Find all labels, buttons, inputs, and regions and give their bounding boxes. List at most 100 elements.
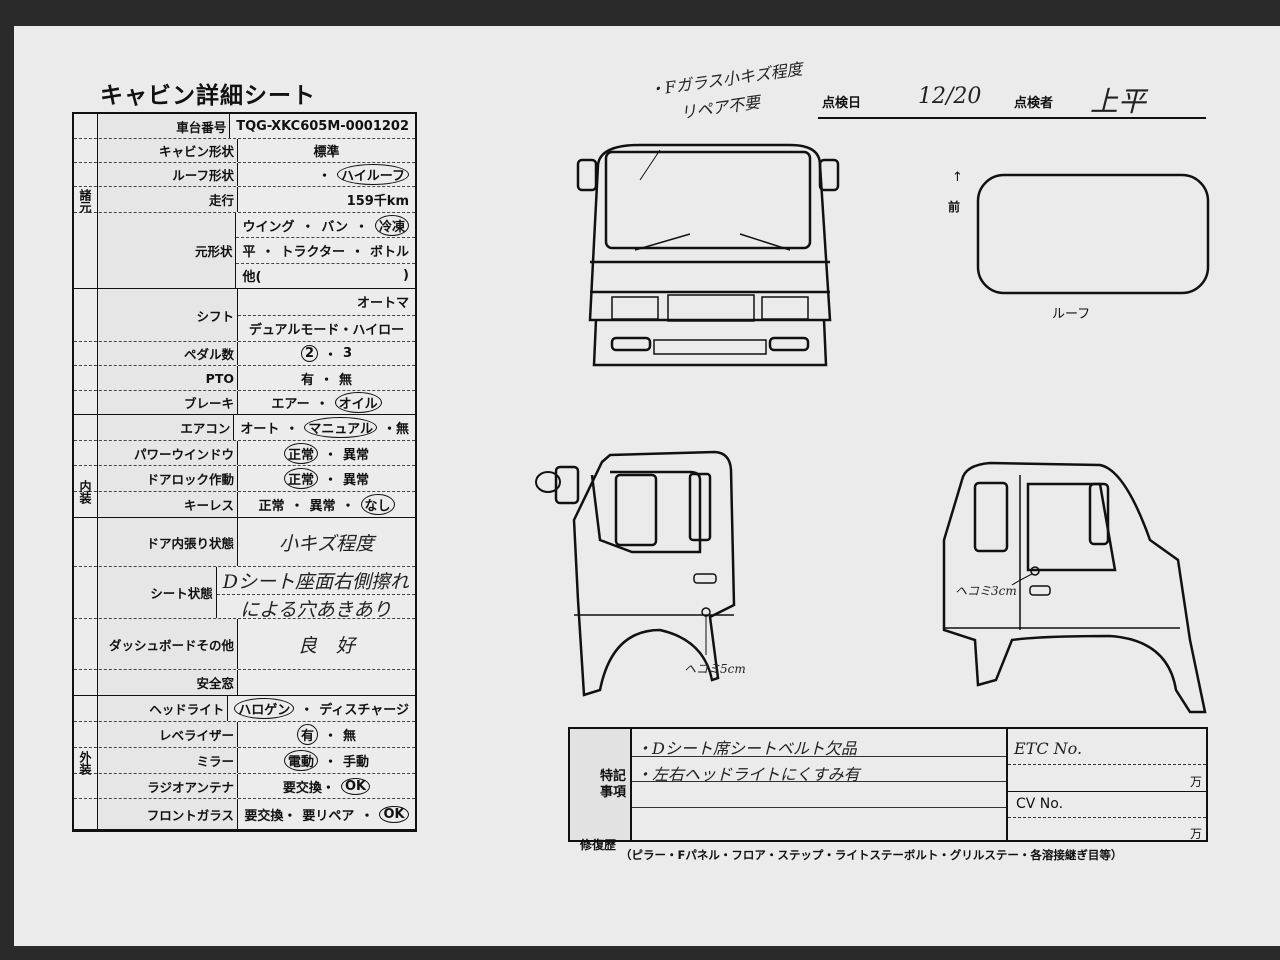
option-text: ・ [300,703,314,718]
spec-label: キャビン形状 [98,139,238,162]
handwritten-value: による穴あきあり [240,599,392,621]
etc-unit: 万 [1189,775,1202,789]
option-text: ・ [301,219,315,235]
spec-row: ダッシュボードその他良 好 [74,619,415,670]
selected-option: マニュアル [304,417,377,438]
remarks-label-2: 事項 [600,785,627,800]
option-text: トラクター [280,244,345,260]
option-text: デュアルモード・ハイロー [248,322,405,338]
option-text: TQG-XKC605M-0001202 [236,118,409,134]
selected-option: 電動 [283,750,318,771]
option-text: ・ [355,219,369,235]
selected-option: 正常 [283,442,318,464]
spec-label: ドアロック作動 [98,466,238,491]
selected-option: ハイルーフ [337,164,409,185]
option-text: 有 [300,372,314,388]
spec-label: PTO [98,366,238,390]
option-text: オートマ [356,296,409,312]
left-side-view-diagram [535,450,736,697]
roof-diagram [976,173,1210,295]
option-text: 正常 [258,499,285,514]
spec-label: ブレーキ [98,391,238,414]
spec-label: ラジオアンテナ [98,774,238,798]
spec-row: ドアロック作動 正常・異常 [74,466,415,492]
category-label: 外装 [74,696,98,830]
option-text: ウイング [242,219,295,235]
inspection-date: 12/20 [918,84,982,109]
spec-row: ヘッドライトハロゲン・ディスチャージ [74,696,415,722]
spec-row: フロントガラス要交換・要リペア・OK [74,799,415,830]
spec-row: ラジオアンテナ要交換・OK [74,774,415,799]
option-text: 159千km [346,194,409,209]
spec-row: ドア内張り状態 小キズ程度 [74,518,415,567]
option-text: ・ [323,729,337,744]
option-text: 異常 [343,473,370,488]
spec-row: キャビン形状 標準 [74,139,415,163]
date-label: 点検日 [822,96,862,111]
spec-label: フロントガラス [98,799,238,829]
option-text: ・ [341,499,355,514]
option-text: 異常 [309,499,336,514]
spec-row: 元形状ウイング・バン・冷凍平・トラクター・ボトル他() [74,213,415,289]
spec-row: ミラー 電動・手動 [74,748,415,774]
option-text: ・ [323,755,337,770]
spec-row: 安全窓 [74,670,415,696]
spec-label: 車台番号 [98,114,231,138]
selected-option: OK [340,777,371,795]
option-text: ・ [360,808,374,824]
selected-option: ハロゲン [234,698,295,719]
repair-history-items: （ピラー・Fパネル・フロア・ステップ・ライトステーボルト・グリルステー・各溶接継… [620,848,1123,862]
etc-number-label: ETC No. [1014,739,1083,758]
option-text: ディスチャージ [319,703,409,718]
spec-label: ドア内張り状態 [98,518,238,566]
right-dent-note: ヘコミ3cm [955,584,1017,598]
option-text: 平 [242,244,256,260]
category-label: 諸元 [74,114,98,289]
spec-row: ブレーキ エアー・オイル [74,391,415,415]
option-text: ・ [261,244,275,260]
handwritten-value: 良 好 [297,634,355,657]
option-text: ・ [315,397,329,412]
option-text: ・ [323,473,337,488]
option-text: ・ [285,422,299,437]
option-text: 手動 [343,755,370,770]
spec-row: PTO 有・無 [74,366,415,391]
option-text: エアー [271,397,310,412]
sheet-title: キャビン詳細シート [100,83,316,109]
inspector-name: 上平 [1090,85,1147,118]
option-text: ・ [350,244,364,260]
option-text: ・ [319,372,333,388]
handwritten-value: 小キズ程度 [278,532,374,555]
selected-option: オイル [334,392,382,413]
spec-row: レベライザー有・無 [74,722,415,748]
option-text: バン [321,219,349,235]
spec-row: キーレス正常・異常・なし [74,492,415,518]
spec-label: ミラー [98,748,238,773]
selected-option: 冷凍 [374,214,409,236]
option-text: ・ [323,447,337,463]
option-text: 標準 [313,145,340,160]
handwritten-value: Dシート座面右側擦れ [222,571,409,593]
option-text: ・ [290,499,304,514]
spec-label: 走行 [98,187,238,212]
remark-item: ・左右ヘッドライトにくすみ有 [636,765,860,784]
selected-option: 正常 [283,468,318,489]
option-text: 無 [339,372,353,388]
remark-item: ・Dシート席シートベルト欠品 [636,739,857,758]
front-arrow-icon: ↑ [952,170,963,185]
option-text: 3 [343,346,353,361]
inspector-label: 点検者 [1014,96,1054,111]
left-dent-note: ヘコミ5cm [684,662,746,676]
spec-label: パワーウインドウ [98,441,238,465]
spec-row: 走行 159千km [74,187,415,213]
option-text: ) [403,268,409,284]
option-text: 異常 [343,447,370,463]
spec-label: エアコン [98,415,235,440]
spec-label: 安全窓 [98,670,238,695]
spec-row: エアコンオート・マニュアル・無 [74,415,415,441]
option-text: 要リペア [302,808,355,824]
option-text: ・ [318,169,332,184]
